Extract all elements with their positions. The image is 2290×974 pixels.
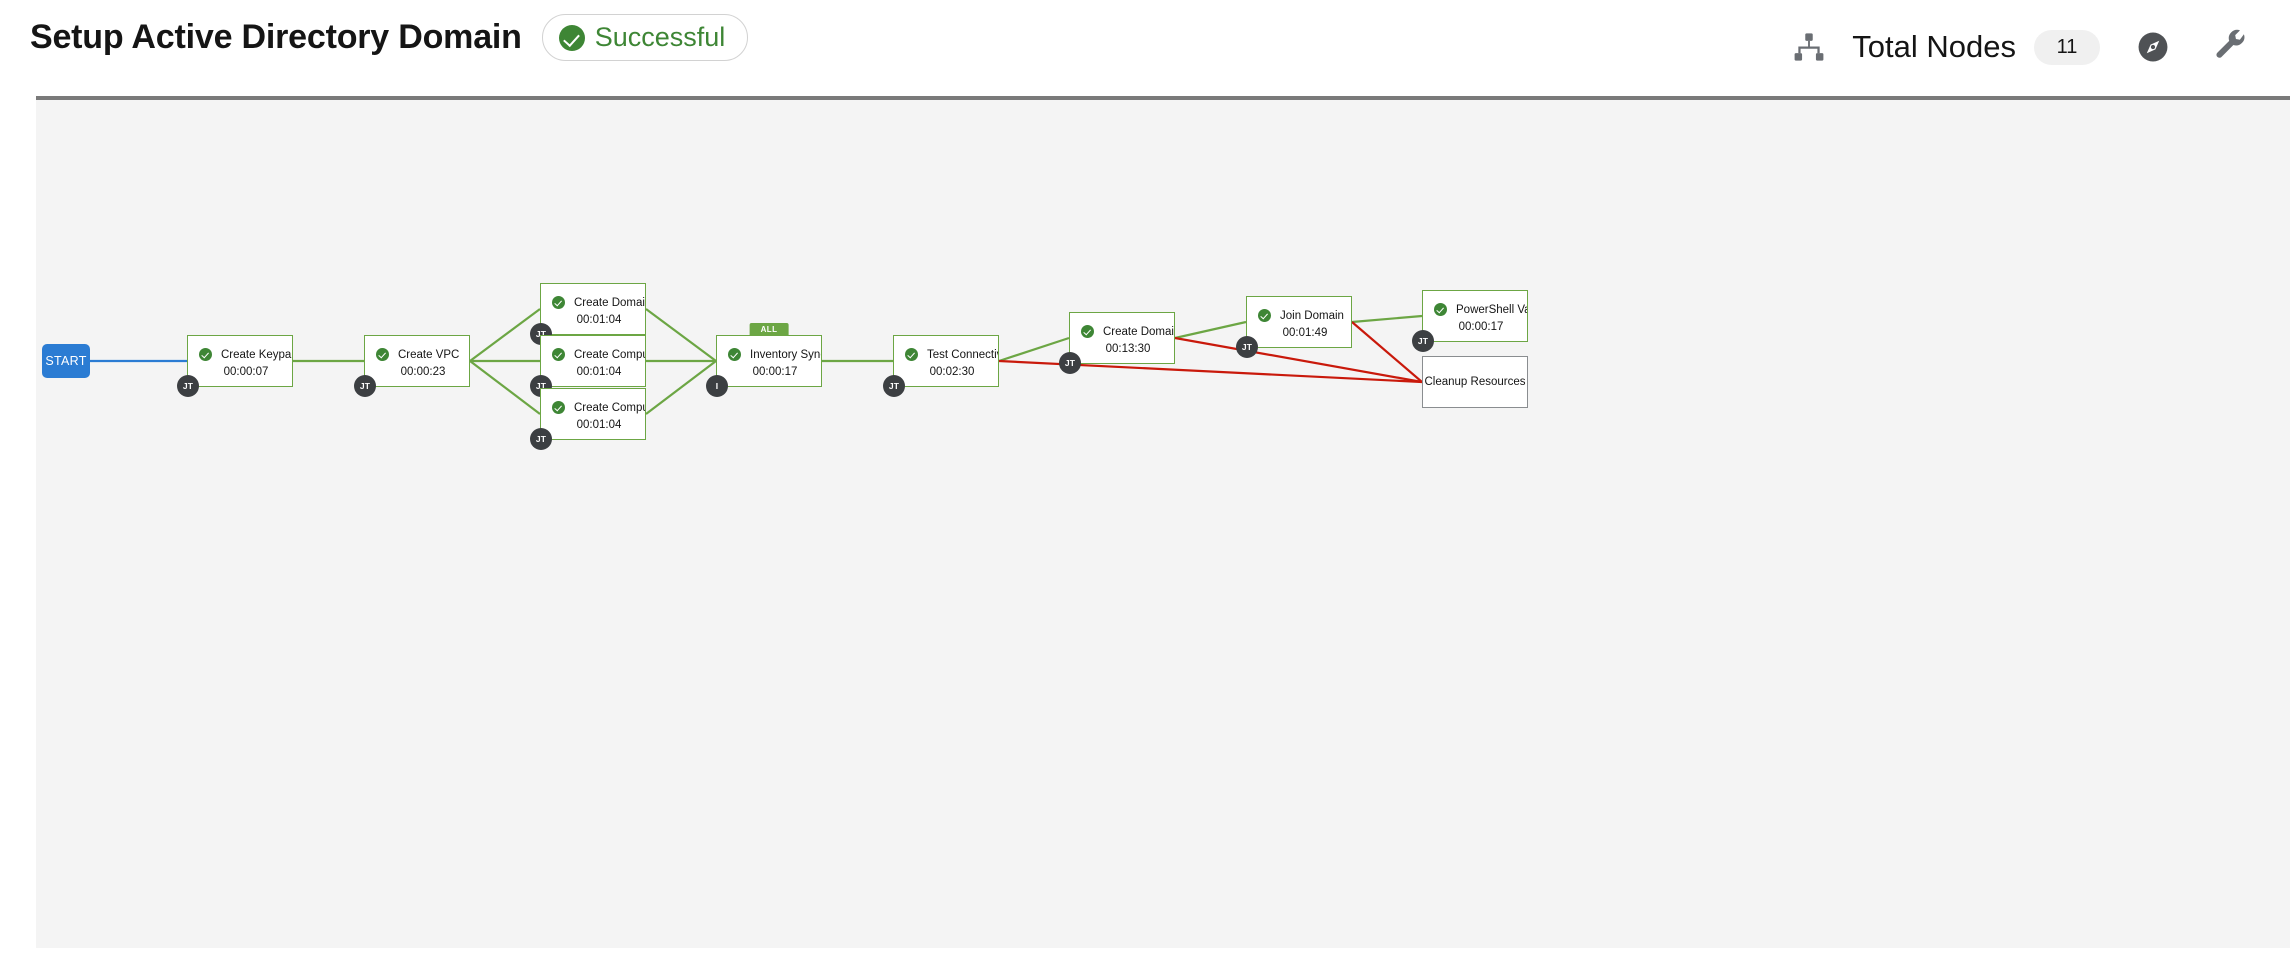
check-circle-icon	[552, 348, 565, 361]
node-title: Create Domain Contr...	[574, 296, 645, 309]
total-nodes-group: Total Nodes 11	[1784, 22, 2100, 72]
status-badge: Successful	[541, 14, 749, 61]
check-circle-icon	[199, 348, 212, 361]
node-header: Create Computer (2)	[541, 401, 645, 414]
node-type-badge: JT	[1412, 330, 1434, 352]
node-title: Cleanup Resources	[1424, 376, 1526, 388]
node-title: Join Domain	[1280, 309, 1344, 322]
header-actions: Total Nodes 11	[1784, 0, 2262, 94]
node-elapsed: 00:00:17	[1458, 321, 1504, 333]
workflow-node-create-computer-1[interactable]: Create Computer (1) 00:01:04 JT	[530, 335, 646, 397]
node-type-badge: JT	[1236, 336, 1258, 358]
check-circle-icon	[558, 24, 585, 51]
workflow-node-join-domain[interactable]: Join Domain 00:01:49 JT	[1236, 296, 1352, 358]
check-circle-icon	[1081, 325, 1094, 338]
node-title: Create Keypair	[221, 348, 292, 361]
node-title: Inventory Sync	[750, 348, 821, 361]
node-elapsed: 00:01:04	[576, 314, 622, 326]
sitemap-icon	[1784, 22, 1834, 72]
title-group: Setup Active Directory Domain Successful	[30, 14, 749, 61]
workflow-node-create-domain-controller[interactable]: Create Domain Contr... 00:01:04 JT	[530, 283, 646, 345]
node-elapsed: 00:01:04	[576, 419, 622, 431]
wrench-icon[interactable]	[2200, 16, 2262, 78]
page-title: Setup Active Directory Domain	[30, 18, 522, 56]
node-elapsed: 00:00:07	[223, 366, 269, 378]
workflow-node-create-keypair[interactable]: Create Keypair 00:00:07 JT	[177, 335, 293, 397]
check-circle-icon	[1258, 309, 1271, 322]
node-elapsed: 00:01:04	[576, 366, 622, 378]
node-title: Create Computer (2)	[574, 401, 645, 414]
node-title: Create Computer (1)	[574, 348, 645, 361]
workflow-node-cleanup-resources[interactable]: Cleanup Resources	[1422, 356, 1528, 408]
node-type-badge: I	[706, 375, 728, 397]
node-elapsed: 00:00:17	[752, 366, 798, 378]
workflow-canvas[interactable]: START Create Keypair 00:00:07 JT Create …	[36, 96, 2290, 948]
workflow-node-create-computer-2[interactable]: Create Computer (2) 00:01:04 JT	[530, 388, 646, 450]
node-title: PowerShell Validation	[1456, 303, 1527, 316]
node-type-badge: JT	[354, 375, 376, 397]
status-badge-label: Successful	[594, 22, 726, 52]
node-header: Create Domain Contr...	[541, 296, 645, 309]
node-elapsed: 00:13:30	[1105, 343, 1151, 355]
check-circle-icon	[376, 348, 389, 361]
node-header: Create Computer (1)	[541, 348, 645, 361]
workflow-node-inventory-sync[interactable]: ALL Inventory Sync 00:00:17 I	[706, 323, 822, 397]
node-tag-all: ALL	[749, 323, 789, 336]
workflow-edges	[90, 308, 1423, 415]
check-circle-icon	[905, 348, 918, 361]
start-node[interactable]: START	[42, 344, 90, 378]
node-header: Create Domain	[1070, 325, 1174, 338]
workflow-node-test-connectivity[interactable]: Test Connectivity 00:02:30 JT	[883, 335, 999, 397]
workflow-node-create-domain[interactable]: Create Domain 00:13:30 JT	[1059, 312, 1175, 374]
node-title: Create Domain	[1103, 325, 1174, 338]
node-type-badge: JT	[883, 375, 905, 397]
workflow-node-create-vpc[interactable]: Create VPC 00:00:23 JT	[354, 335, 470, 397]
node-header: Create VPC	[365, 348, 469, 361]
node-elapsed: 00:02:30	[929, 366, 975, 378]
node-elapsed: 00:00:23	[400, 366, 446, 378]
node-header: Join Domain	[1247, 309, 1351, 322]
check-circle-icon	[552, 401, 565, 414]
node-header: Test Connectivity	[894, 348, 998, 361]
node-elapsed: 00:01:49	[1282, 327, 1328, 339]
node-header: Cleanup Resources	[1423, 376, 1527, 388]
node-header: Inventory Sync	[717, 348, 821, 361]
node-type-badge: JT	[1059, 352, 1081, 374]
compass-icon[interactable]	[2122, 16, 2184, 78]
workflow-node-powershell-validation[interactable]: PowerShell Validation 00:00:17 JT	[1412, 290, 1528, 352]
total-nodes-count: 11	[2034, 29, 2100, 65]
node-header: Create Keypair	[188, 348, 292, 361]
check-circle-icon	[552, 296, 565, 309]
check-circle-icon	[1434, 303, 1447, 316]
node-title: Create VPC	[398, 348, 460, 361]
node-title: Test Connectivity	[927, 348, 998, 361]
node-type-badge: JT	[530, 428, 552, 450]
check-circle-icon	[728, 348, 741, 361]
node-type-badge: JT	[177, 375, 199, 397]
total-nodes-label: Total Nodes	[1852, 29, 2016, 64]
node-header: PowerShell Validation	[1423, 303, 1527, 316]
page-header: Setup Active Directory Domain Successful…	[0, 0, 2290, 94]
